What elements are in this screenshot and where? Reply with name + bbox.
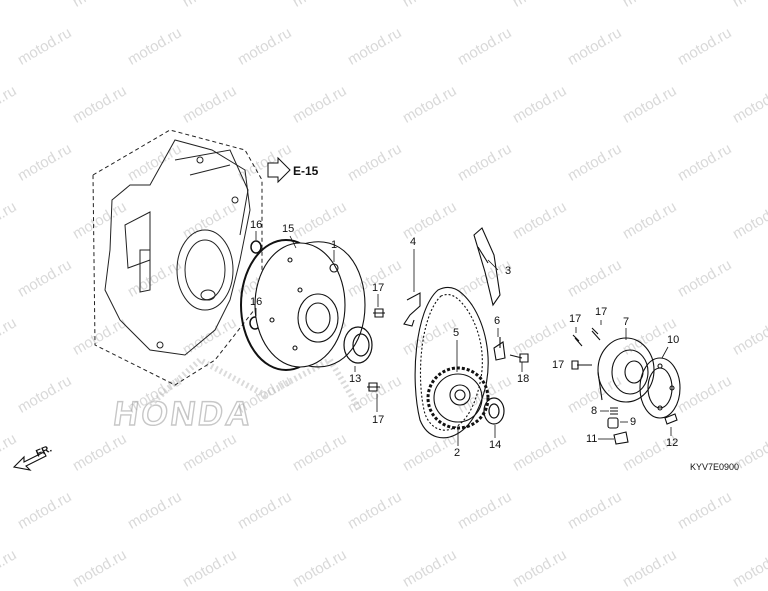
cover-1 — [254, 241, 366, 368]
callout-14: 14 — [489, 439, 502, 451]
rotor-7 — [597, 337, 655, 403]
callout-17: 17 — [552, 359, 565, 371]
diagram-code: KYV7E0900 — [690, 462, 740, 472]
callout-1: 1 — [331, 239, 338, 251]
bolt-18 — [509, 353, 529, 363]
callout-17: 17 — [372, 282, 385, 294]
callout-4: 4 — [410, 236, 417, 248]
callout-15: 15 — [282, 223, 295, 235]
callout-16: 16 — [250, 219, 263, 231]
callout-6: 6 — [494, 315, 501, 327]
callout-5: 5 — [453, 327, 460, 339]
callout-17: 17 — [595, 306, 608, 318]
guide-4 — [403, 292, 421, 327]
pin-6 — [493, 337, 506, 361]
reference-label: E-15 — [293, 164, 319, 178]
tensioner-3 — [473, 227, 501, 307]
callout-11: 11 — [586, 433, 598, 445]
crankcase — [92, 129, 263, 386]
callout-7: 7 — [623, 316, 630, 328]
bolt-17 — [367, 308, 601, 392]
callout-10: 10 — [667, 334, 680, 346]
bearing-14 — [483, 397, 505, 425]
pin-12 — [664, 413, 678, 425]
callout-17: 17 — [569, 313, 582, 325]
callout-16: 16 — [250, 296, 263, 308]
front-arrow-icon — [12, 451, 47, 471]
callout-9: 9 — [630, 416, 637, 428]
callout-8: 8 — [591, 405, 598, 417]
seal-13 — [343, 326, 373, 364]
callout-18: 18 — [517, 373, 530, 385]
honda-logo: HONDA — [110, 356, 363, 434]
spring-8 — [610, 407, 618, 415]
sprocket-5 — [426, 366, 490, 430]
svg-text:HONDA: HONDA — [111, 395, 256, 433]
plunger-9 — [607, 417, 619, 429]
plate-10 — [639, 357, 681, 419]
callout-12: 12 — [666, 437, 679, 449]
leader-lines — [255, 231, 672, 446]
roller-11 — [613, 431, 629, 445]
callout-3: 3 — [505, 265, 512, 277]
callout-13: 13 — [349, 373, 362, 385]
chain-2 — [414, 286, 489, 439]
diagram-drawing: HONDA — [12, 129, 681, 471]
callout-2: 2 — [454, 447, 461, 459]
callout-17: 17 — [372, 414, 385, 426]
reference-arrow — [267, 156, 291, 184]
